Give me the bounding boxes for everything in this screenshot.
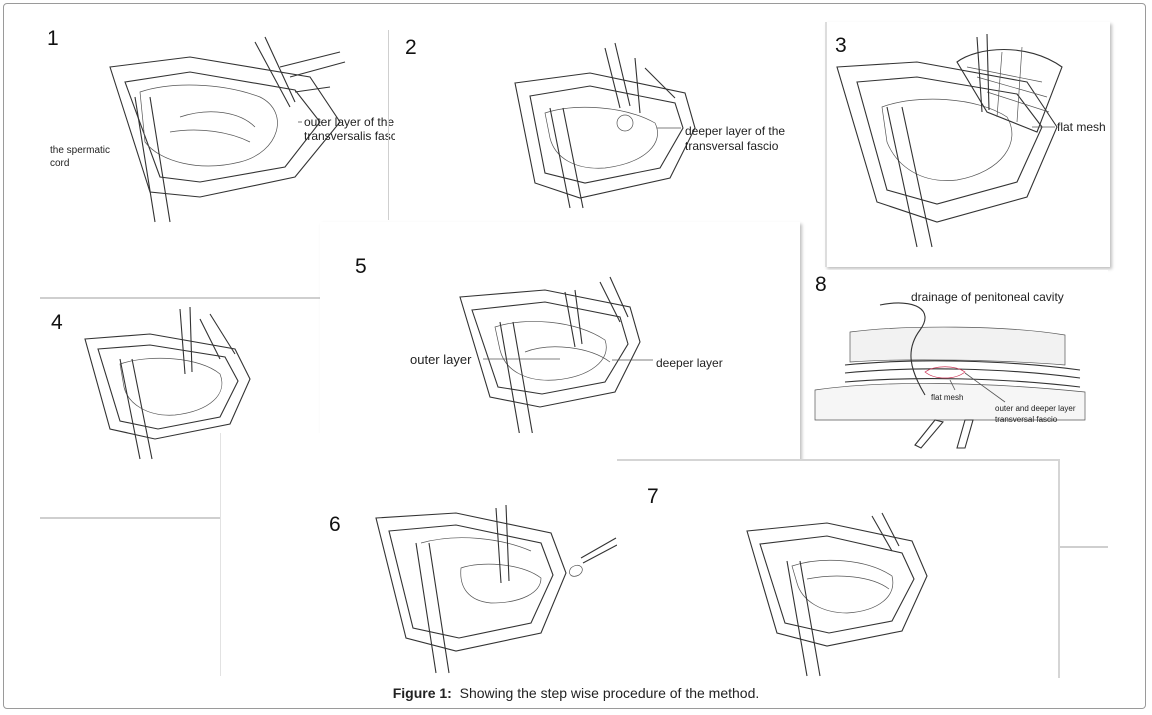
panel-label: flat mesh (1057, 120, 1106, 134)
panel-label: transversal fascio (685, 139, 779, 153)
cross-section-illustration (814, 302, 1086, 449)
panel-label: outer and deeper layer (995, 404, 1076, 413)
panel-label: outer layer of the (304, 115, 395, 129)
panel-number: 2 (405, 36, 417, 59)
surgical-illustration (109, 36, 346, 223)
panel-7: 7 (617, 459, 1060, 678)
panel-number: 7 (647, 485, 659, 508)
panel-8: 8 drainage of penitoneal cavity flat mes… (805, 270, 1108, 455)
panel-1: 1 outer layer of the transversalis fasci… (40, 22, 406, 232)
panel-label: drainage of penitoneal cavity (911, 290, 1064, 304)
panel-label: deeper layer of the (685, 124, 786, 138)
panel-divider (388, 30, 389, 220)
panel-number: 4 (51, 311, 63, 334)
surgical-illustration (746, 512, 928, 677)
panel-label: outer layer (410, 352, 472, 367)
caption-label: Figure 1: (392, 685, 452, 701)
panel-label: the spermatic (50, 145, 111, 156)
panel-6: 6 (220, 433, 621, 676)
surgical-illustration (84, 306, 251, 460)
surgical-illustration (514, 42, 696, 209)
panel-2: 2 deeper layer of the transversal fascio (395, 28, 815, 223)
panel-label: flat mesh (931, 393, 964, 402)
panel-label: deeper layer (656, 356, 723, 370)
panel-label: transversalis fascia (304, 129, 407, 143)
surgical-illustration (375, 504, 618, 674)
panel-number: 1 (47, 27, 59, 50)
panel-3: 3 flat mesh (825, 22, 1110, 267)
panel-number: 8 (815, 273, 827, 296)
panel-label: cord (50, 158, 70, 169)
surgical-illustration (836, 33, 1063, 248)
panel-number: 3 (835, 34, 847, 57)
panel-number: 5 (355, 255, 367, 278)
panel-divider (1055, 546, 1108, 548)
panel-number: 6 (329, 513, 341, 536)
surgical-illustration (459, 276, 653, 438)
panel-label: transversal fascio (995, 415, 1058, 424)
panel-4: 4 (40, 297, 320, 519)
figure-caption: Figure 1: Showing the step wise procedur… (0, 685, 1152, 701)
caption-text: Showing the step wise procedure of the m… (459, 685, 760, 701)
